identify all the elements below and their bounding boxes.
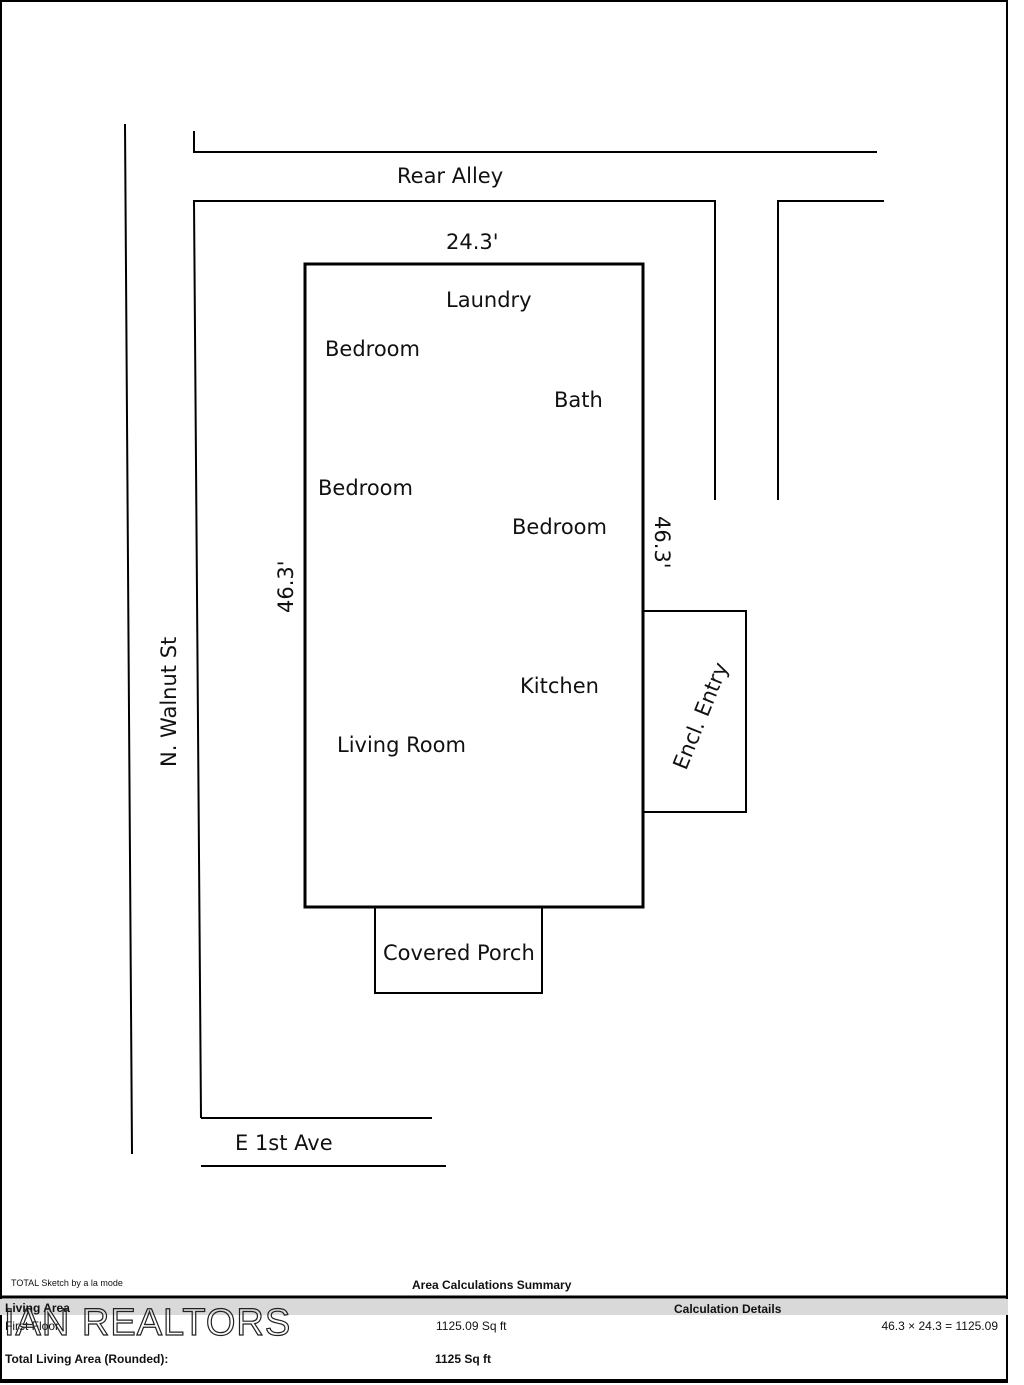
room-label-kitchen: Kitchen <box>520 674 599 698</box>
walnut-street-line <box>124 123 133 1155</box>
rear-alley-label: Rear Alley <box>397 164 503 188</box>
room-label-bath: Bath <box>554 388 603 412</box>
top-dimension-label: 24.3' <box>446 230 499 254</box>
total-living-area-value: 1125 Sq ft <box>435 1352 491 1366</box>
left-dimension-label: 46.3' <box>274 560 298 613</box>
first-floor-label: First Floor <box>5 1319 59 1333</box>
living-area-header: Living Area <box>5 1301 70 1315</box>
rear-alley-upper-line <box>193 131 877 153</box>
room-label-bedroom: Bedroom <box>325 337 420 361</box>
room-label-covered-porch: Covered Porch <box>383 941 535 965</box>
enclosed-entry-outline <box>642 610 747 813</box>
first-floor-calc: 46.3 × 24.3 = 1125.09 <box>881 1319 998 1333</box>
total-living-area-label: Total Living Area (Rounded): <box>5 1352 168 1366</box>
room-label-bedroom: Bedroom <box>318 476 413 500</box>
covered-porch-outline <box>374 906 543 994</box>
walnut-street-label: N. Walnut St <box>157 637 181 767</box>
street-lines <box>124 123 884 1167</box>
room-label-encl-entry: Encl. Entry <box>668 659 733 773</box>
software-note: TOTAL Sketch by a la mode <box>11 1278 123 1288</box>
room-label-bedroom: Bedroom <box>512 515 607 539</box>
right-dimension-label: 46.3' <box>650 516 674 569</box>
summary-header-band <box>0 1299 1008 1315</box>
calc-details-header: Calculation Details <box>674 1302 782 1316</box>
first-ave-label: E 1st Ave <box>235 1131 333 1155</box>
room-label-laundry: Laundry <box>446 288 532 312</box>
neighbor-lot-line <box>777 200 884 500</box>
lot-boundary-line <box>192 200 716 1119</box>
first-floor-area: 1125.09 Sq ft <box>436 1319 507 1333</box>
realtor-watermark: IAN REALTORS <box>4 1302 291 1344</box>
summary-title: Area Calculations Summary <box>412 1278 572 1292</box>
room-label-living-room: Living Room <box>337 733 466 757</box>
